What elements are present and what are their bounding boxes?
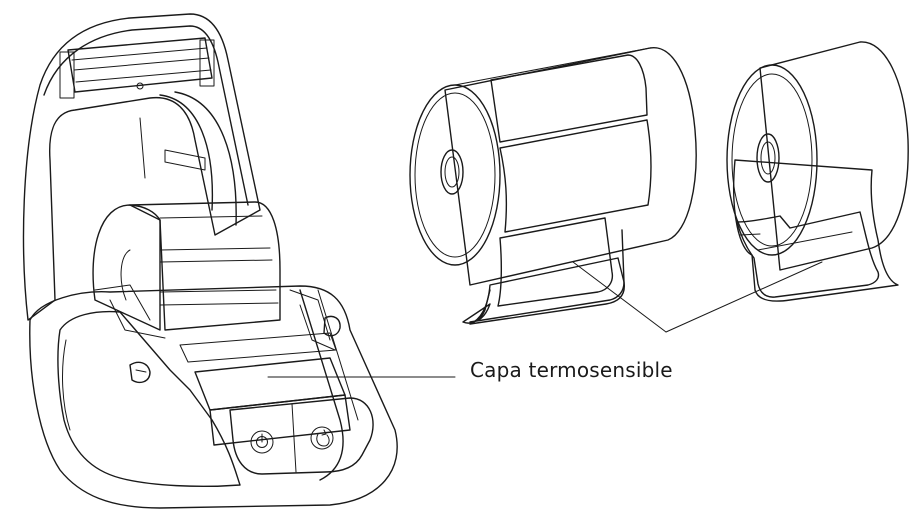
leader-roll-continuous xyxy=(665,261,823,333)
printer-exposed-label xyxy=(179,332,351,446)
power-icon xyxy=(250,430,274,454)
label-printer xyxy=(22,13,398,509)
thermal-layer-label: Capa termosensible xyxy=(470,358,673,382)
leader-roll-sticker xyxy=(572,261,667,333)
printer-base xyxy=(29,284,398,509)
printer-label-roll xyxy=(92,201,281,331)
label-roll-continuous xyxy=(726,41,909,302)
callout-leaders xyxy=(267,261,823,378)
feed-icon xyxy=(310,426,334,450)
label-roll-sticker xyxy=(409,47,697,325)
printer-lid xyxy=(22,13,261,321)
printer-button-panel xyxy=(229,397,374,475)
